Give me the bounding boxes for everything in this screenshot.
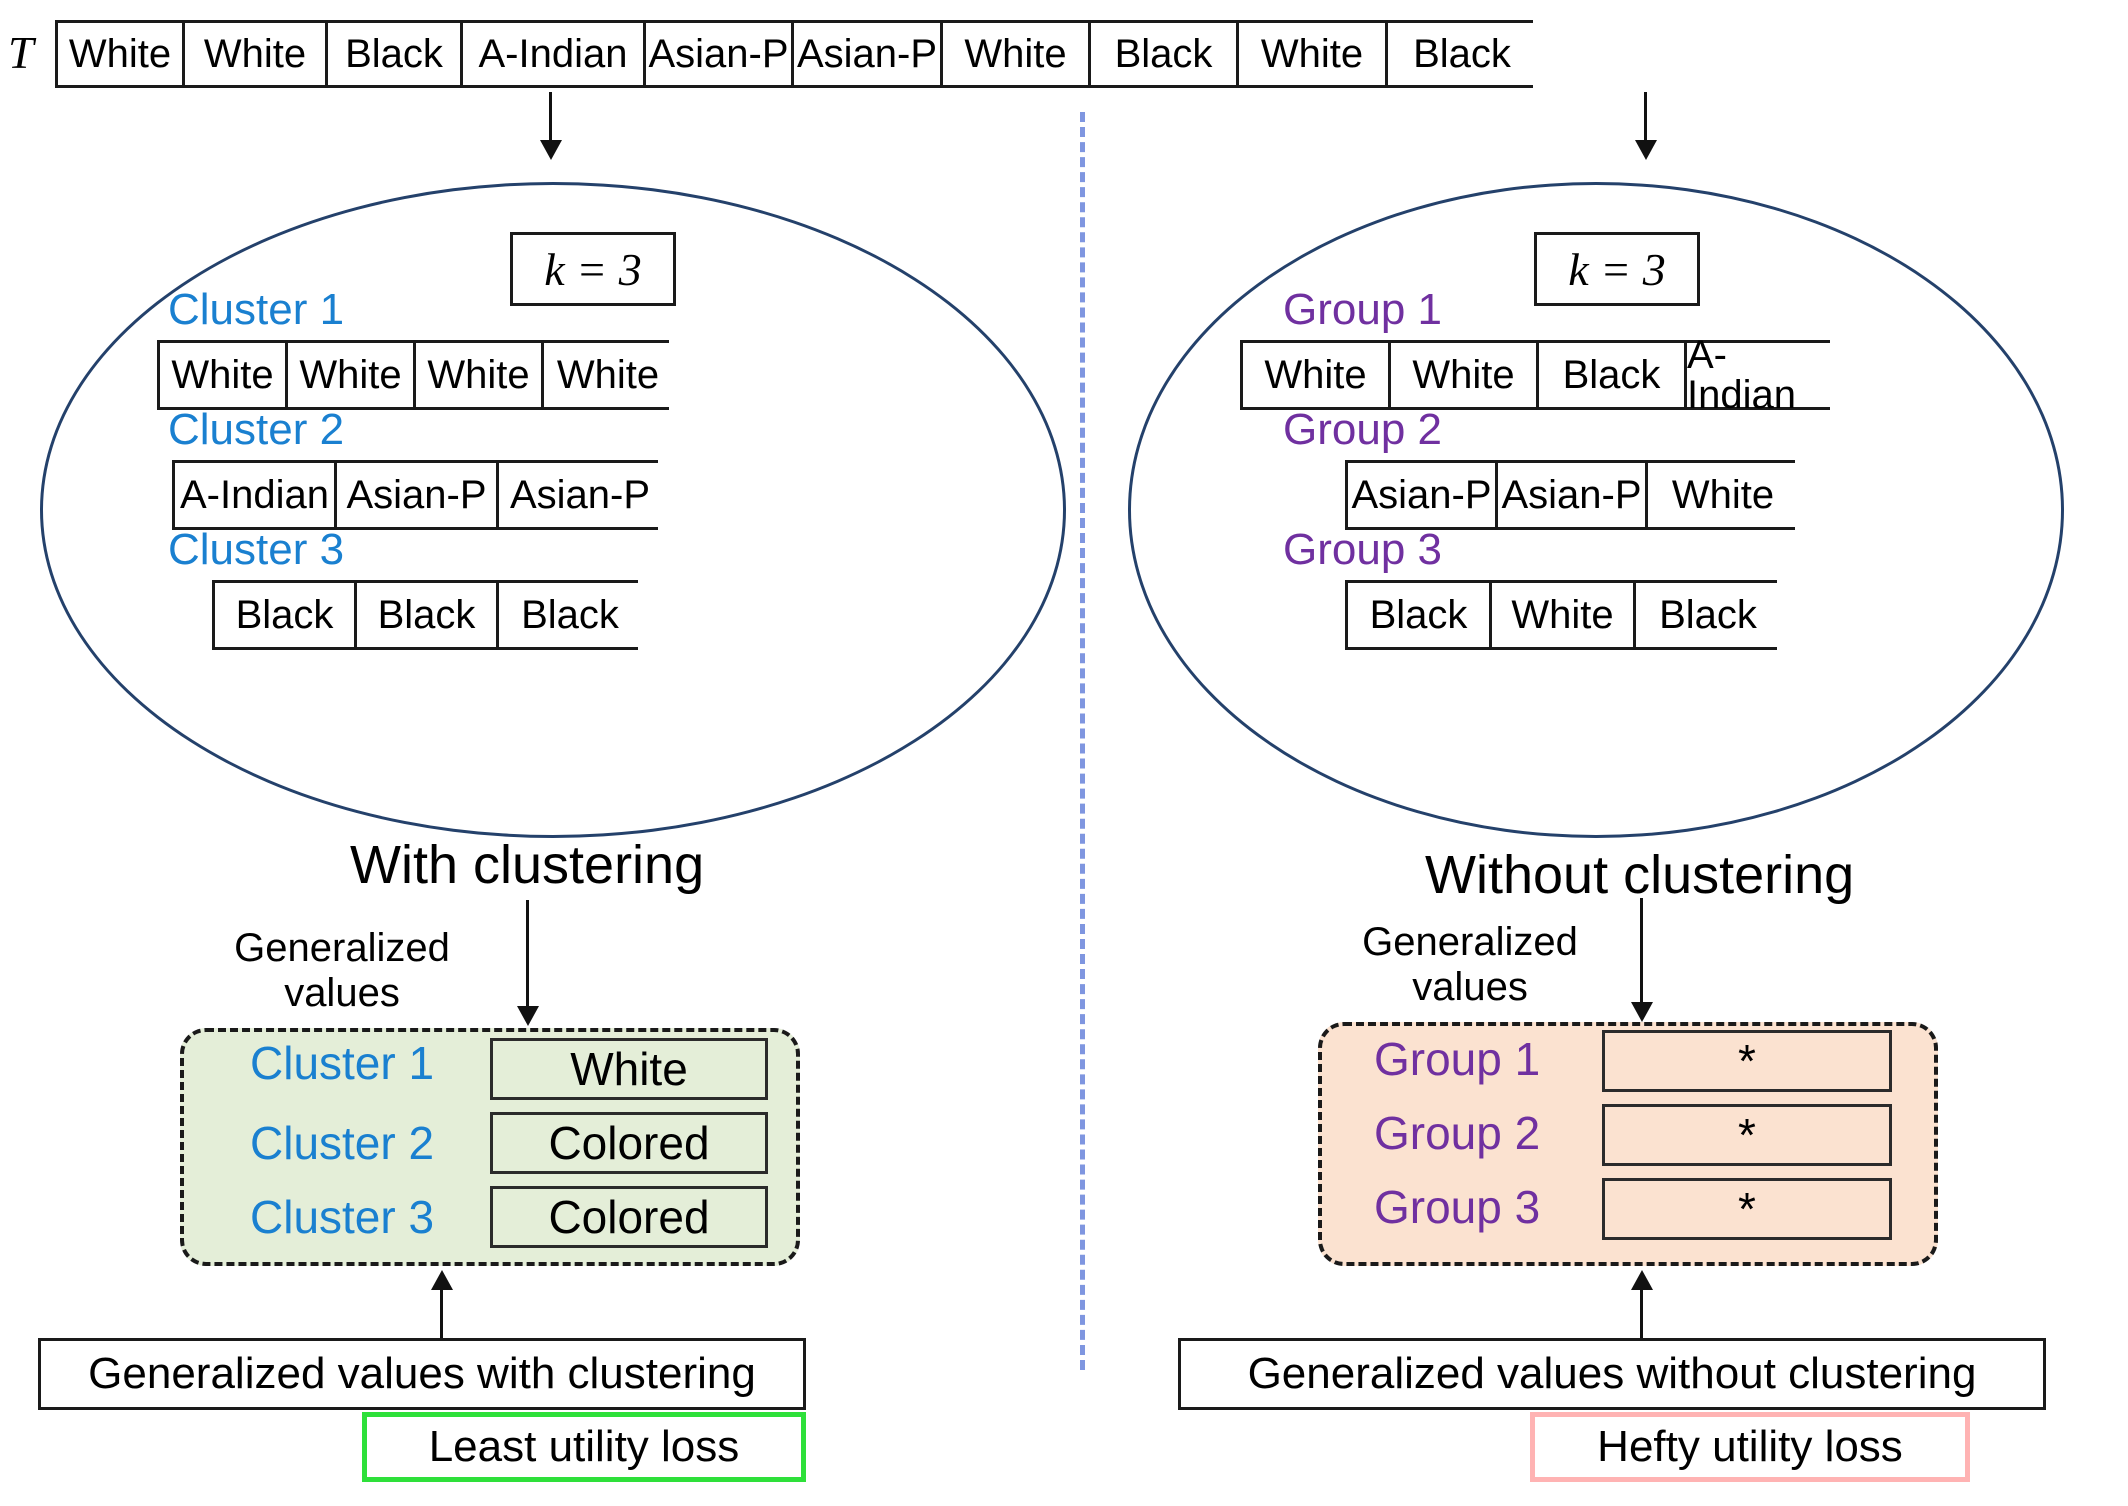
arrow-up-left-head <box>431 1270 453 1290</box>
cluster-1-label: Cluster 1 <box>168 285 345 334</box>
hefty-utility-loss-box: Hefty utility loss <box>1530 1412 1970 1482</box>
caption-box-without-clustering: Generalized values without clustering <box>1178 1338 2046 1410</box>
table-label-T: T <box>8 27 34 78</box>
k-value-box-left: k = 3 <box>510 232 676 306</box>
arrow-to-left-ellipse-head <box>540 140 562 160</box>
table-cell: White <box>1492 583 1636 647</box>
table-cell: Asian-P <box>794 23 943 85</box>
panel-left-row-1-label: Cluster 1 <box>250 1037 435 1089</box>
arrow-to-left-ellipse-line <box>549 92 552 144</box>
arrow-up-right-head <box>1631 1270 1653 1290</box>
table-cell: Black <box>1348 583 1492 647</box>
panel-right-row-3: Group 3 <box>1374 1184 1540 1230</box>
table-cell: White <box>1391 343 1539 407</box>
table-cell: A-Indian <box>463 23 646 85</box>
table-cell: White <box>416 343 544 407</box>
arrow-up-left-line <box>440 1290 443 1338</box>
generalized-values-label-right: Generalized values <box>1362 920 1578 1009</box>
table-cell: Asian-P <box>1348 463 1498 527</box>
table-cell: Black <box>1091 23 1239 85</box>
table-cell: White <box>1648 463 1798 527</box>
table-cell: White <box>185 23 328 85</box>
group-2-label: Group 2 <box>1283 405 1442 454</box>
arrow-to-right-panel-line <box>1640 898 1643 1006</box>
panel-left-row-2: Cluster 2 <box>250 1120 434 1166</box>
panel-left-row-2-value: Colored <box>490 1112 768 1174</box>
table-cell: White <box>1239 23 1388 85</box>
least-utility-loss-box: Least utility loss <box>362 1412 806 1482</box>
table-cell: Black <box>1388 23 1536 85</box>
arrow-up-right-line <box>1640 1290 1643 1338</box>
without-clustering-title: Without clustering <box>1425 845 1855 905</box>
cluster-2-label: Cluster 2 <box>168 405 345 454</box>
panel-right-row-1-value: * <box>1602 1030 1892 1092</box>
arrow-to-left-panel-line <box>526 900 529 1010</box>
table-cell: A-Indian <box>1687 335 1835 415</box>
panel-right-row-3-value: * <box>1602 1178 1892 1240</box>
arrow-to-right-ellipse-head <box>1635 140 1657 160</box>
table-cell: Black <box>499 583 641 647</box>
table-cell: White <box>1243 343 1391 407</box>
panel-left-row-3-value: Colored <box>490 1186 768 1248</box>
table-cell: Black <box>215 583 357 647</box>
table-cell: White <box>160 343 288 407</box>
panel-left-row-2-label: Cluster 2 <box>250 1117 435 1169</box>
table-cell: Asian-P <box>646 23 794 85</box>
panel-right-row-1: Group 1 <box>1374 1036 1540 1082</box>
panel-right-row-3-label: Group 3 <box>1374 1181 1541 1233</box>
panel-left-row-1-value: White <box>490 1038 768 1100</box>
panel-right-row-2-label: Group 2 <box>1374 1107 1541 1159</box>
table-cell: Black <box>357 583 499 647</box>
k-value-box-right: k = 3 <box>1534 232 1700 306</box>
grouping-ellipse <box>1128 182 2064 838</box>
clustering-ellipse <box>40 182 1066 838</box>
panel-left-row-3-label: Cluster 3 <box>250 1191 435 1243</box>
table-cell: Black <box>1539 343 1687 407</box>
cluster-3-label: Cluster 3 <box>168 525 345 574</box>
arrow-to-right-panel-head <box>1631 1002 1653 1022</box>
panel-right-row-2-value: * <box>1602 1104 1892 1166</box>
group-1-label: Group 1 <box>1283 285 1442 334</box>
table-cell: Asian-P <box>337 463 499 527</box>
panel-right-row-2: Group 2 <box>1374 1110 1540 1156</box>
panel-left-row-3: Cluster 3 <box>250 1194 434 1240</box>
with-clustering-title: With clustering <box>350 835 705 895</box>
table-cell: White <box>943 23 1091 85</box>
panel-right-row-1-label: Group 1 <box>1374 1033 1541 1085</box>
table-cell: A-Indian <box>175 463 337 527</box>
panel-left-row-1: Cluster 1 <box>250 1040 434 1086</box>
caption-box-with-clustering: Generalized values with clustering <box>38 1338 806 1410</box>
table-cell: Black <box>1636 583 1780 647</box>
table-cell: Asian-P <box>1498 463 1648 527</box>
table-cell: Asian-P <box>499 463 661 527</box>
generalized-values-label-left: Generalized values <box>234 926 450 1015</box>
arrow-to-right-ellipse-line <box>1644 92 1647 144</box>
vertical-divider <box>1080 112 1085 1370</box>
table-cell: White <box>58 23 185 85</box>
arrow-to-left-panel-head <box>517 1006 539 1026</box>
table-cell: White <box>288 343 416 407</box>
table-cell: White <box>544 343 672 407</box>
group-3-label: Group 3 <box>1283 525 1442 574</box>
table-cell: Black <box>328 23 463 85</box>
